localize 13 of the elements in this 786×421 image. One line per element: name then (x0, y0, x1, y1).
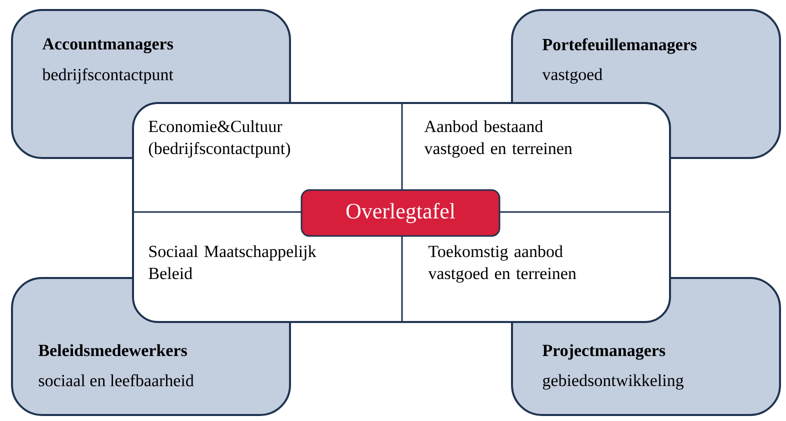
role-title: Projectmanagers (542, 344, 666, 360)
role-subtitle: vastgoed (542, 68, 602, 84)
role-subtitle: sociaal en leefbaarheid (38, 374, 194, 386)
role-subtitle: gebiedsontwikkeling (542, 374, 684, 390)
role-title: Portefeuillemanagers (542, 38, 697, 54)
quadrant-text: Economie&Cultuur (bedrijfscontactpunt) (148, 120, 290, 158)
label-tag: Overlegtafel (300, 189, 500, 237)
quadrant-text: Sociaal Maatschappelijk Beleid (148, 245, 316, 280)
role-title: Beleidsmedewerkers (38, 344, 187, 356)
quadrant-text: Aanbod bestaand vastgoed en terreinen (424, 120, 572, 158)
role-title: Accountmanagers (42, 38, 174, 54)
quadrant-text: Toekomstig aanbod vastgoed en terreinen (428, 245, 576, 283)
role-subtitle: bedrijfscontactpunt (42, 68, 174, 84)
